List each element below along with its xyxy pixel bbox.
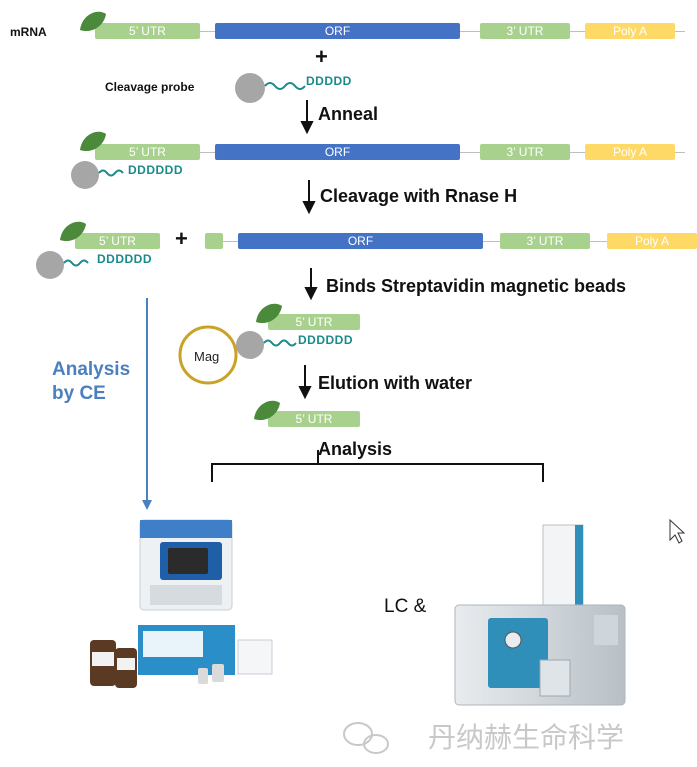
row3-utr-fragment (205, 233, 223, 249)
row1-3utr: 3’ UTR (480, 23, 570, 39)
step-elution: Elution with water (318, 373, 473, 393)
ce-instrument-icon (139, 519, 233, 611)
probe-wave-1 (264, 82, 306, 90)
analysis-label: Analysis (318, 439, 393, 459)
row1-5utr: 5’ UTR (95, 23, 200, 39)
mrna-label: mRNA (10, 25, 47, 39)
row1-polya: Poly A (585, 23, 675, 39)
row4-5utr: 5’ UTR (268, 314, 360, 330)
cleavage-probe-label: Cleavage probe (105, 80, 195, 94)
probe-wave-3 (63, 259, 89, 267)
probe-ball-2 (71, 161, 99, 189)
row1-orf: ORF (215, 23, 460, 39)
analysis-ce-line2: by CE (52, 383, 106, 404)
analysis-ce-label: Analysis by CE (52, 358, 130, 406)
plus-sign-1: + (315, 44, 328, 69)
step-anneal: Anneal (318, 104, 379, 124)
wechat-logo-icon (343, 722, 389, 754)
cap-leaf-3 (60, 221, 86, 242)
lc-label: LC & (384, 596, 427, 617)
analysis-ce-line1: Analysis (52, 359, 131, 380)
row3-orf: ORF (238, 233, 483, 249)
ce-reagent-kit-icon (90, 625, 273, 688)
row3-3utr: 3’ UTR (500, 233, 590, 249)
lc-ms-instrument-icon (454, 524, 626, 706)
mag-bead (178, 325, 238, 385)
cap-leaf-5 (254, 400, 280, 421)
row2-5utr: 5’ UTR (95, 144, 200, 160)
ce-arrow-head (142, 500, 152, 510)
cap-leaf-4 (256, 303, 282, 324)
mag-label: Mag (194, 349, 220, 364)
probe-sequence-2: DDDDDD (128, 163, 183, 177)
cap-leaf-1 (80, 11, 106, 32)
probe-sequence-4: DDDDDD (298, 333, 353, 347)
row2-polya: Poly A (585, 144, 675, 160)
probe-ball-1 (235, 73, 265, 103)
mouse-cursor-icon (669, 518, 686, 544)
analysis-bracket (211, 450, 544, 482)
plus-sign-2: + (175, 226, 188, 251)
probe-ball-3 (36, 251, 64, 279)
lc-ms-source-icon (504, 631, 522, 649)
probe-sequence-3: DDDDDD (97, 252, 152, 266)
probe-wave-4 (263, 339, 297, 347)
probe-wave-2 (98, 169, 124, 177)
row3-5utr: 5’ UTR (75, 233, 160, 249)
cap-leaf-2 (80, 131, 106, 152)
row3-polya: Poly A (607, 233, 697, 249)
watermark-text: 丹纳赫生命科学 (428, 721, 625, 754)
step-binds: Binds Streptavidin magnetic beads (326, 276, 627, 296)
probe-sequence-1: DDDDD (306, 74, 352, 88)
row2-orf: ORF (215, 144, 460, 160)
row2-3utr: 3’ UTR (480, 144, 570, 160)
arrow-down-icon (298, 100, 318, 400)
step-cleavage: Cleavage with Rnase H (320, 186, 518, 206)
probe-ball-4 (236, 331, 264, 359)
row5-5utr: 5’ UTR (268, 411, 360, 427)
